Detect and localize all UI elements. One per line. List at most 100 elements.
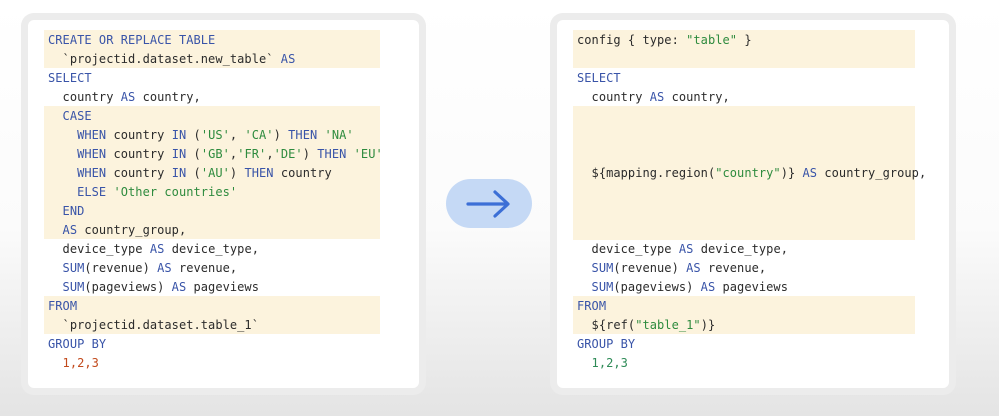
code-text: (pageviews) — [84, 280, 172, 294]
sql-keyword: WHEN — [48, 147, 107, 161]
code-text: country — [106, 128, 172, 142]
code-text: country — [106, 147, 172, 161]
code-line: `projectid.dataset.new_table` AS — [48, 50, 296, 69]
sql-keyword: CREATE OR REPLACE TABLE — [48, 33, 216, 47]
sql-keyword: AS — [802, 166, 818, 180]
code-text: )} — [700, 318, 716, 332]
code-line: SUM(revenue) AS revenue, — [577, 259, 767, 278]
sql-keyword: SELECT — [577, 71, 621, 85]
code-text: country, — [135, 90, 201, 104]
code-text — [317, 128, 324, 142]
sql-keyword: GROUP BY — [48, 337, 107, 351]
code-text: (revenue) — [613, 261, 687, 275]
code-text: revenue, — [700, 261, 767, 275]
code-text: ( — [186, 128, 201, 142]
code-text: device_type — [577, 242, 679, 256]
code-text — [346, 147, 353, 161]
string-literal: 'EU' — [353, 147, 383, 161]
code-line: FROM — [577, 297, 606, 316]
highlight-config — [573, 30, 915, 68]
code-line: END — [48, 202, 85, 221]
code-line: ELSE 'Other countries' — [48, 183, 237, 202]
code-text: )} — [780, 166, 803, 180]
code-text: ( — [186, 166, 201, 180]
sql-keyword: THEN — [244, 166, 274, 180]
code-text: } — [737, 33, 752, 47]
code-line: FROM — [48, 297, 77, 316]
string-literal: "country" — [715, 166, 781, 180]
number-literal: 1,2,3 — [577, 356, 628, 370]
number-literal: 1,2,3 — [48, 356, 99, 370]
code-text: ${mapping.region( — [577, 166, 716, 180]
code-line: AS country_group, — [48, 221, 187, 240]
code-text: `projectid.dataset.new_table` — [48, 52, 281, 66]
sql-keyword: CASE — [48, 109, 92, 123]
sql-keyword: AS — [280, 52, 296, 66]
string-literal: 'NA' — [324, 128, 354, 142]
sql-keyword: FROM — [577, 299, 607, 313]
sql-keyword: AS — [157, 261, 172, 275]
sql-keyword: IN — [171, 147, 187, 161]
code-text: `projectid.dataset.table_1` — [48, 318, 259, 332]
sql-keyword: AS — [678, 242, 694, 256]
code-text: pageviews — [715, 280, 788, 294]
code-text: ) — [273, 128, 289, 142]
code-line: WHEN country IN ('AU') THEN country — [48, 164, 332, 183]
code-text: country — [48, 90, 121, 104]
sql-keyword: AS — [149, 242, 165, 256]
code-text: country_group, — [817, 166, 927, 180]
code-text: pageviews — [186, 280, 259, 294]
code-line: WHEN country IN ('US', 'CA') THEN 'NA' — [48, 126, 354, 145]
code-line: SUM(pageviews) AS pageviews — [577, 278, 788, 297]
code-line: 1,2,3 — [48, 354, 99, 373]
code-line: device_type AS device_type, — [48, 240, 259, 259]
code-text: device_type, — [693, 242, 788, 256]
sql-keyword: END — [48, 204, 85, 218]
sql-keyword: WHEN — [48, 128, 107, 142]
code-text: ${ref( — [577, 318, 636, 332]
code-text: country_group, — [77, 223, 187, 237]
code-text: revenue, — [171, 261, 238, 275]
sql-keyword: AS — [700, 280, 716, 294]
code-text: country, — [664, 90, 730, 104]
code-line: `projectid.dataset.table_1` — [48, 316, 259, 335]
code-line: config { type: "table" } — [577, 31, 752, 50]
sql-keyword: AS — [48, 223, 78, 237]
string-literal: 'FR' — [237, 147, 267, 161]
string-literal: "table" — [686, 33, 738, 47]
sql-keyword: THEN — [288, 128, 318, 142]
arrow-right-icon — [466, 190, 510, 218]
sql-keyword: GROUP BY — [577, 337, 636, 351]
string-literal: "table_1" — [635, 318, 701, 332]
code-text: country — [577, 90, 650, 104]
code-line: SUM(revenue) AS revenue, — [48, 259, 238, 278]
highlight-from-table — [44, 296, 380, 334]
code-line: device_type AS device_type, — [577, 240, 788, 259]
code-line: country AS country, — [48, 88, 201, 107]
code-text: ( — [186, 147, 201, 161]
code-text: , — [229, 147, 238, 161]
code-text: ) — [229, 166, 245, 180]
code-line: GROUP BY — [48, 335, 106, 354]
code-text: , — [229, 128, 245, 142]
code-line: CREATE OR REPLACE TABLE — [48, 31, 215, 50]
highlight-create-table — [44, 30, 380, 68]
code-text: (revenue) — [84, 261, 158, 275]
string-literal: 'DE' — [273, 147, 303, 161]
code-line: ${mapping.region("country")} AS country_… — [577, 164, 927, 183]
string-literal: 'CA' — [244, 128, 274, 142]
sql-keyword: IN — [171, 166, 187, 180]
sql-keyword: SELECT — [48, 71, 92, 85]
sql-keyword: SUM — [577, 280, 614, 294]
highlight-ref-table — [573, 296, 915, 334]
code-text: device_type, — [164, 242, 259, 256]
sql-keyword: AS — [649, 90, 665, 104]
dataform-code-panel: config { type: "table" } SELECT country A… — [557, 20, 949, 388]
code-text: , — [266, 147, 274, 161]
code-line: WHEN country IN ('GB','FR','DE') THEN 'E… — [48, 145, 383, 164]
code-text: config { type: — [577, 33, 687, 47]
highlight-mapping-region — [573, 106, 915, 240]
code-line: 1,2,3 — [577, 354, 628, 373]
sql-keyword: AS — [686, 261, 701, 275]
sql-keyword: IN — [171, 128, 187, 142]
